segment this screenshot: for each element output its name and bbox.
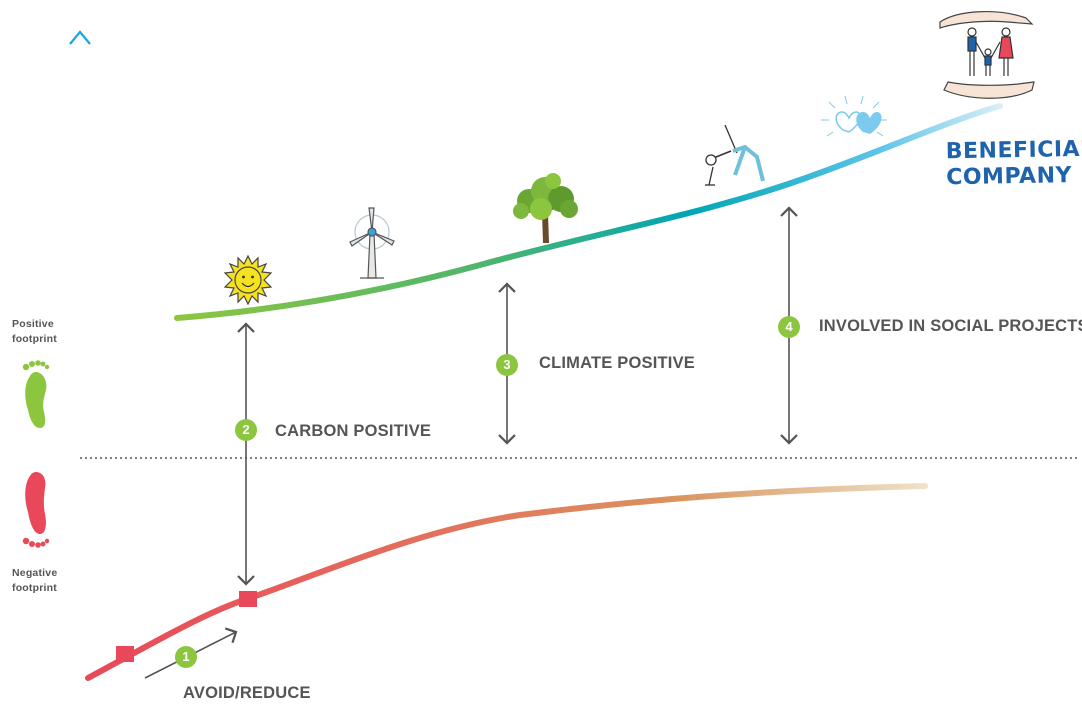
positive-footprint-curve — [174, 103, 1003, 321]
brand-line1: BENEFICIAL — [945, 136, 1082, 165]
beneficial-company-label: BENEFICIAL COMPANY — [946, 137, 1082, 192]
positive-label-line1: Positive — [12, 318, 54, 330]
brand-line2: COMPANY — [946, 163, 1073, 191]
negative-footprint-icon — [22, 472, 50, 548]
hearts-icon — [821, 95, 887, 137]
positive-footprint-icon — [22, 360, 50, 428]
step-4-badge: 4 — [778, 316, 800, 338]
negative-footprint-label: Negative footprint — [12, 566, 72, 596]
step-3-badge: 3 — [496, 354, 518, 376]
step-1-badge: 1 — [175, 646, 197, 668]
curve-marker-carbon — [239, 591, 257, 607]
sun-icon — [223, 254, 273, 306]
yoga-person-icon — [705, 124, 765, 186]
positive-label-line2: footprint — [12, 333, 57, 345]
curve-marker-start — [116, 646, 134, 662]
step-4-label: INVOLVED IN SOCIAL PROJECTS — [819, 317, 1082, 335]
step-2-badge: 2 — [235, 419, 257, 441]
positive-footprint-label: Positive footprint — [12, 317, 72, 347]
negative-label-line1: Negative — [12, 567, 58, 579]
tree-icon — [513, 173, 578, 243]
step-1-label: AVOID/REDUCE — [183, 684, 311, 702]
step-2-label: CARBON POSITIVE — [275, 422, 432, 440]
y-axis — [69, 30, 91, 708]
negative-label-line2: footprint — [12, 582, 57, 594]
step-3-label: CLIMATE POSITIVE — [539, 354, 695, 372]
y-axis-arrow-icon — [69, 30, 91, 45]
family-in-hands-icon — [939, 11, 1035, 99]
negative-footprint-curve — [85, 483, 928, 681]
wind-turbine-icon — [349, 207, 395, 279]
